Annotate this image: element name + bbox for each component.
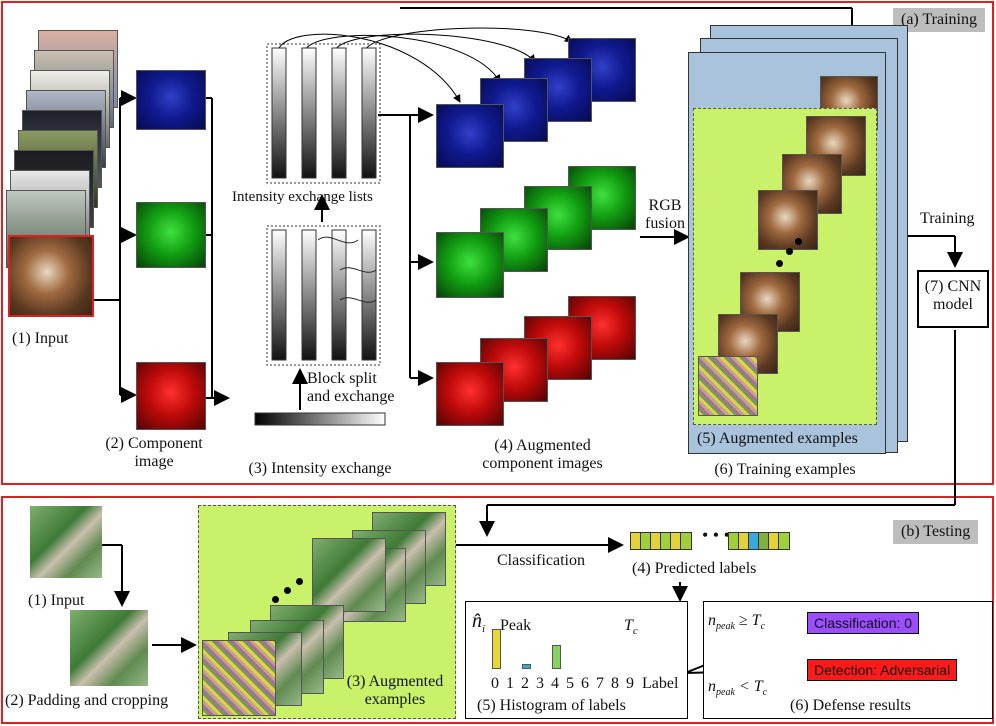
testing-frame <box>1 496 994 724</box>
defense-results-caption: (6) Defense results <box>790 697 911 714</box>
histogram-bar <box>522 664 531 669</box>
histogram-bar <box>492 629 501 669</box>
ellipsis-dot <box>786 248 793 255</box>
augmented-examples-label: (5) Augmented examples <box>697 430 858 447</box>
training-arrow-label: Training <box>920 210 975 227</box>
input-label: (1) Input <box>12 330 69 347</box>
rgb-fusion-label: RGB fusion <box>645 197 685 232</box>
histogram-y-symbol: n̂i <box>472 610 486 635</box>
exchange-lists-label: Intensity exchange lists <box>232 189 373 205</box>
input-split-arrows <box>70 7 963 679</box>
test-input-label: (1) Input <box>28 592 85 609</box>
classification-result-badge: Classification: 0 <box>807 612 920 634</box>
condition-ge: npeak ≥ Tc <box>708 612 766 633</box>
histogram-tick-label: 3 <box>536 675 544 692</box>
training-examples-label: (6) Training examples <box>714 461 856 478</box>
peak-label: Peak <box>500 617 532 634</box>
histogram-tick-label: 9 <box>626 675 634 692</box>
test-input-image <box>30 506 102 578</box>
classification-arrow-label: Classification <box>497 552 585 569</box>
histogram-tick-label: 5 <box>566 675 574 692</box>
training-tag: (a) Training <box>893 8 985 32</box>
detection-result-badge: Detection: Adversarial <box>807 659 958 681</box>
block-split-label: Block split and exchange <box>307 370 395 405</box>
input-frog-image <box>8 235 94 317</box>
ellipsis-dot <box>284 587 291 594</box>
predicted-label-cell <box>680 532 692 550</box>
predicted-labels-caption: (4) Predicted labels <box>632 560 757 577</box>
green-component-image <box>136 202 206 268</box>
histogram-tick-label: 8 <box>611 675 619 692</box>
intensity-exchange-label: (3) Intensity exchange <box>248 460 392 477</box>
padding-label: (2) Padding and cropping <box>5 692 169 709</box>
predicted-label-cell <box>778 532 790 550</box>
test-augmented-label: (3) Augmented examples <box>346 673 444 708</box>
component-label: (2) Component image <box>105 435 203 470</box>
histogram-axis-label: Label <box>642 675 679 692</box>
labels-ellipsis: • • • <box>702 525 730 545</box>
histogram-box <box>465 601 688 719</box>
predicted-labels-row: • • • <box>630 526 800 550</box>
testing-tag: (b) Testing <box>893 520 979 544</box>
intensity-gradient-bar <box>254 412 386 426</box>
histogram-bar <box>552 645 561 669</box>
block-split-strips <box>266 225 381 366</box>
threshold-label: Tc <box>624 617 638 638</box>
ellipsis-dot <box>296 578 303 585</box>
padded-cropped-image <box>70 610 148 686</box>
histogram-tick-label: 7 <box>596 675 604 692</box>
exchange-lists-strips <box>266 43 381 184</box>
histogram-tick-label: 6 <box>581 675 589 692</box>
ellipsis-dot <box>272 596 279 603</box>
ellipsis-dot <box>795 238 802 245</box>
condition-lt: npeak < Tc <box>708 678 768 699</box>
red-component-image <box>136 362 206 430</box>
histogram-tick-label: 2 <box>521 675 529 692</box>
curved-arrows <box>277 27 573 103</box>
histogram-tick-label: 4 <box>551 675 559 692</box>
cnn-model-box: (7) CNN model <box>917 270 989 328</box>
histogram-tick-label: 0 <box>491 675 499 692</box>
augmented-component-label: (4) Augmented component images <box>482 437 603 472</box>
training-frame <box>1 1 994 485</box>
histogram-caption: (5) Histogram of labels <box>477 697 626 714</box>
ellipsis-dot <box>776 260 783 267</box>
histogram-tick-label: 1 <box>506 675 514 692</box>
blue-component-image <box>136 70 206 130</box>
